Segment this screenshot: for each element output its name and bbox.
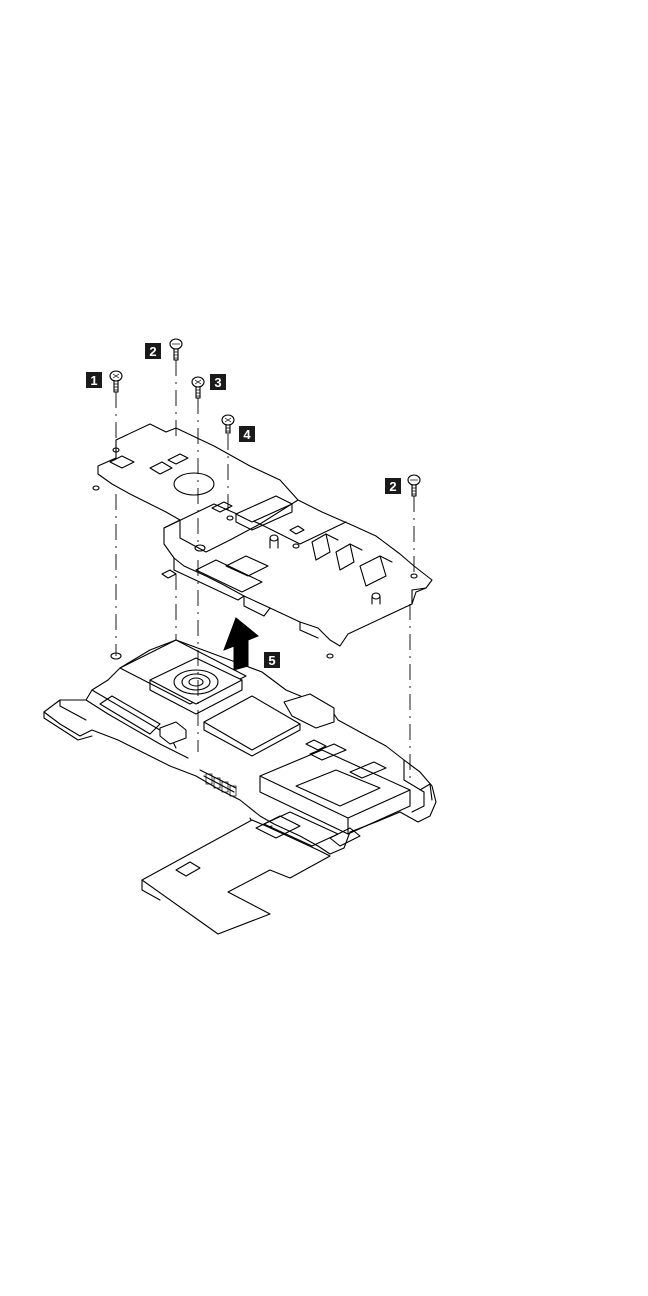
svg-text:2: 2 — [149, 344, 156, 359]
keyboard-bracket — [93, 424, 432, 658]
svg-text:5: 5 — [268, 653, 275, 668]
screw-1 — [110, 371, 122, 392]
screw-4 — [222, 415, 234, 433]
svg-text:1: 1 — [90, 373, 97, 388]
screw-3 — [192, 377, 204, 398]
screw-2b — [408, 475, 420, 496]
callout-2b: 2 — [385, 478, 401, 494]
callout-2a: 2 — [145, 343, 161, 359]
svg-text:3: 3 — [214, 375, 221, 390]
callout-4: 4 — [239, 426, 255, 442]
callout-5: 5 — [264, 652, 280, 668]
callout-1: 1 — [86, 372, 102, 388]
svg-text:2: 2 — [389, 479, 396, 494]
screw-2a — [170, 339, 182, 360]
callout-3: 3 — [210, 374, 226, 390]
system-board-assembly — [44, 640, 436, 854]
svg-text:4: 4 — [243, 427, 251, 442]
